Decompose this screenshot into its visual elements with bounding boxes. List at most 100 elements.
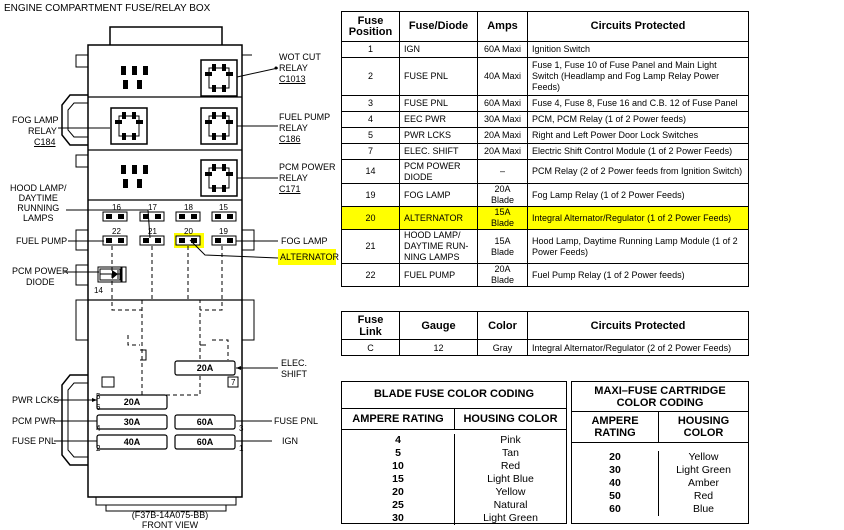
maxi-pcm-pwr: 30A [123,417,141,427]
fuel-pump-relay [200,107,238,145]
fuse-num-22: 22 [112,227,121,236]
fuse-circuits-cell: PCM, PCM Relay (1 of 2 Power feeds) [527,111,749,128]
maxi-fuse-color-coding: MAXI–FUSE CARTRIDGE COLOR CODING AMPERE … [571,381,749,524]
ampere-rating-value: 40 [609,477,621,489]
circuits-cell: Integral Alternator/Regulator (2 of 2 Po… [527,339,749,356]
housing-color-value: Pink [500,434,521,446]
fuse-position-cell: 22 [341,263,400,287]
ampere-rating-value: 20 [609,451,621,463]
fuse-num-1: 1 [239,444,244,453]
col-header-fuse: Fuse/Diode [399,11,478,42]
fuse-amps-cell: 30A Maxi [477,111,528,128]
fuse-circuits-cell: Fuse 4, Fuse 8, Fuse 16 and C.B. 12 of F… [527,95,749,112]
fuse-name-cell: ELEC. SHIFT [399,143,478,160]
fuse-position-cell: 1 [341,41,400,58]
fuse-num-19: 19 [219,227,228,236]
pcm-power-relay-label: PCM POWER RELAY C171 [279,162,336,194]
small-relay-mid [121,165,148,188]
fuse-position-cell: 14 [341,159,400,184]
ampere-rating-value: 10 [392,460,404,472]
ampere-rating-value: 4 [395,434,401,446]
fuse-amps-cell: 20A Blade [477,183,528,207]
fuse-circuits-cell: Right and Left Power Door Lock Switches [527,127,749,144]
fuse-circuits-cell: Electric Shift Control Module (1 of 2 Po… [527,143,749,160]
small-relay-top [121,66,148,89]
fuse-circuits-cell: Fuel Pump Relay (1 of 2 Power feeds) [527,263,749,287]
box-title: ENGINE COMPARTMENT FUSE/RELAY BOX [4,3,211,14]
link-header-link: Fuse Link [341,311,400,340]
ampere-rating-value: 5 [395,447,401,459]
ampere-rating-value: 50 [609,490,621,502]
fuse-num-4: 4 [96,424,101,433]
fuse-num-7: 7 [231,378,236,387]
housing-color-value: Yellow [688,451,719,463]
fuse-num-6: 6 [96,403,101,412]
maxi-pwr-lcks: 20A [123,397,141,407]
link-header-circuits: Circuits Protected [527,311,749,340]
blade-header-color: HOUSING COLOR [463,413,558,425]
fuel-pump-label: FUEL PUMP [16,236,68,246]
fuse-name-cell: FOG LAMP [399,183,478,207]
maxi-coding-title-1: MAXI–FUSE CARTRIDGE [594,385,726,397]
fuse-num-3: 3 [239,424,244,433]
color-cell: Gray [477,339,528,356]
fuse-num-18: 18 [184,203,193,212]
ampere-rating-value: 60 [609,503,621,515]
fuse-name-cell: ALTERNATOR [399,206,478,230]
fuse-link-table: Fuse Link Gauge Color Circuits Protected… [341,311,749,356]
fuse-name-cell: IGN [399,41,478,58]
maxi-coding-title-2: COLOR CODING [616,397,704,409]
fuse-amps-cell: 20A Maxi [477,127,528,144]
fog-lamp-label: FOG LAMP [281,236,328,246]
ampere-rating-value: 30 [392,512,404,524]
fuse-amps-cell: 15A Blade [477,206,528,230]
fuse-position-cell: 7 [341,143,400,160]
housing-color-value: Red [500,460,521,472]
fuse-name-cell: PWR LCKS [399,127,478,144]
housing-color-value: Blue [692,503,714,515]
fuse-num-5: 5 [96,392,101,401]
fog-lamp-relay [110,107,148,145]
housing-color-value: Red [693,490,714,502]
wot-cut-relay [200,59,238,97]
col-header-amps: Amps [477,11,528,42]
ampere-rating-value: 15 [392,473,404,485]
col-header-position: Fuse Position [341,11,400,42]
col-header-circuits: Circuits Protected [527,11,749,42]
fuse-circuits-cell: PCM Relay (2 of 2 Power feeds from Ignit… [527,159,749,184]
fuse-name-cell: HOOD LAMP/ DAYTIME RUN-NING LAMPS [399,229,478,264]
fuse-position-cell: 21 [341,229,400,264]
blade-coding-title: BLADE FUSE COLOR CODING [342,382,566,409]
fuse-num-14: 14 [94,286,103,295]
fuse-position-cell: 20 [341,206,400,230]
fuse-amps-cell: 60A Maxi [477,95,528,112]
fuse-name-cell: EEC PWR [399,111,478,128]
fuse-name-cell: FUSE PNL [399,95,478,112]
maxi-elec-shift: 20A [196,363,214,373]
link-header-color: Color [477,311,528,340]
housing-color-value: Yellow [495,486,526,498]
fuse-circuits-cell: Fuse 1, Fuse 10 of Fuse Panel and Main L… [527,57,749,96]
fuse-amps-cell: – [477,159,528,184]
pwr-lcks-label: PWR LCKS [12,395,60,405]
pcm-pwr-label: PCM PWR [12,416,56,426]
blade-fuse-color-coding: BLADE FUSE COLOR CODING AMPERE RATING HO… [341,381,567,525]
fuse-num-17: 17 [148,203,157,212]
ampere-rating-value: 30 [609,464,621,476]
fuse-name-cell: PCM POWER DIODE [399,159,478,184]
fuse-num-20: 20 [184,227,193,236]
housing-color-value: Light Green [676,464,731,476]
ign-label: IGN [282,436,299,446]
pcm-power-diode-label: PCM POWER DIODE [12,266,69,287]
fuse-circuits-cell: Integral Alternator/Regulator (1 of 2 Po… [527,206,749,230]
housing-color-value: Natural [493,499,528,511]
